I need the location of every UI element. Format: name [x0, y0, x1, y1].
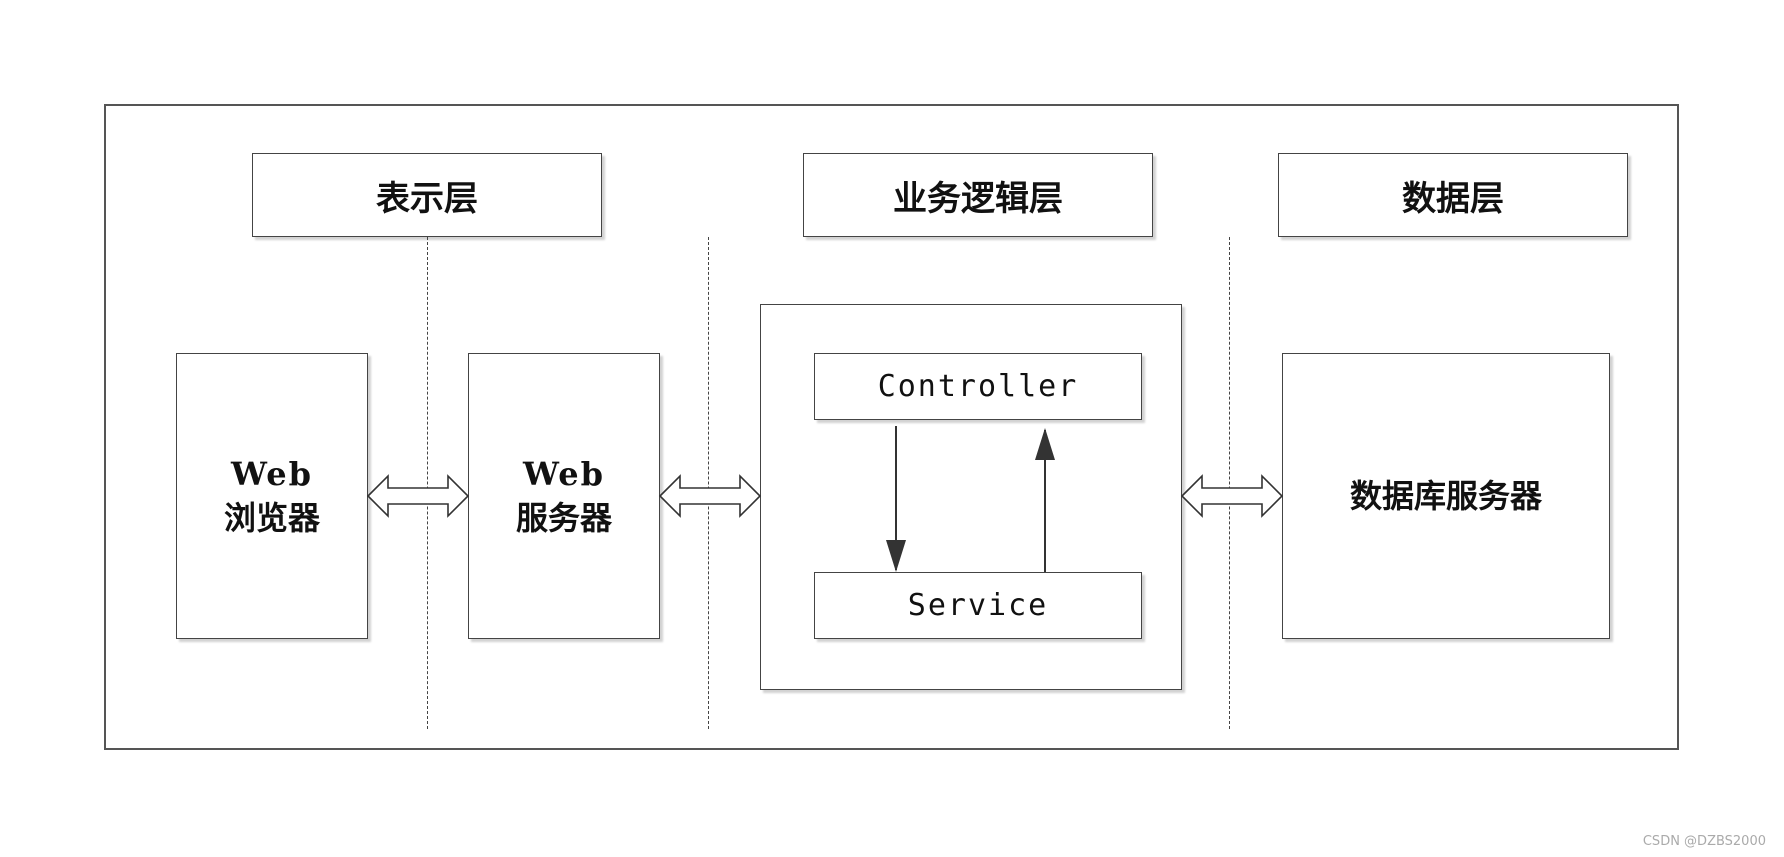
arrowhead-up [1035, 428, 1055, 460]
double-arrow-server-business [658, 474, 762, 518]
layer-label-presentation: 表示层 [376, 178, 478, 219]
controller-label: Controller [877, 369, 1079, 404]
double-arrow-business-database [1180, 474, 1284, 518]
database-server-node: 数据库服务器 [1282, 353, 1610, 639]
layer-header-presentation: 表示层 [252, 153, 602, 237]
web-browser-node: Web 浏览器 [176, 353, 368, 639]
separator-business-data [1229, 237, 1230, 729]
arrowhead-down [886, 540, 906, 572]
separator-presentation [427, 237, 428, 729]
service-label: Service [907, 588, 1049, 623]
web-browser-line1: Web [230, 455, 314, 493]
layer-label-business: 业务逻辑层 [893, 178, 1063, 219]
watermark: CSDN @DZBS2000 [1642, 834, 1766, 849]
layer-header-data: 数据层 [1278, 153, 1628, 237]
web-server-line1: Web [522, 455, 606, 493]
web-server-line2: 服务器 [515, 499, 612, 537]
service-node: Service [814, 572, 1142, 639]
separator-presentation-business [708, 237, 709, 729]
double-arrow-browser-server [366, 474, 470, 518]
database-server-label: 数据库服务器 [1349, 477, 1542, 515]
layer-header-business: 业务逻辑层 [803, 153, 1153, 237]
web-browser-line2: 浏览器 [223, 499, 320, 537]
layer-label-data: 数据层 [1402, 178, 1504, 219]
web-server-node: Web 服务器 [468, 353, 660, 639]
controller-node: Controller [814, 353, 1142, 420]
